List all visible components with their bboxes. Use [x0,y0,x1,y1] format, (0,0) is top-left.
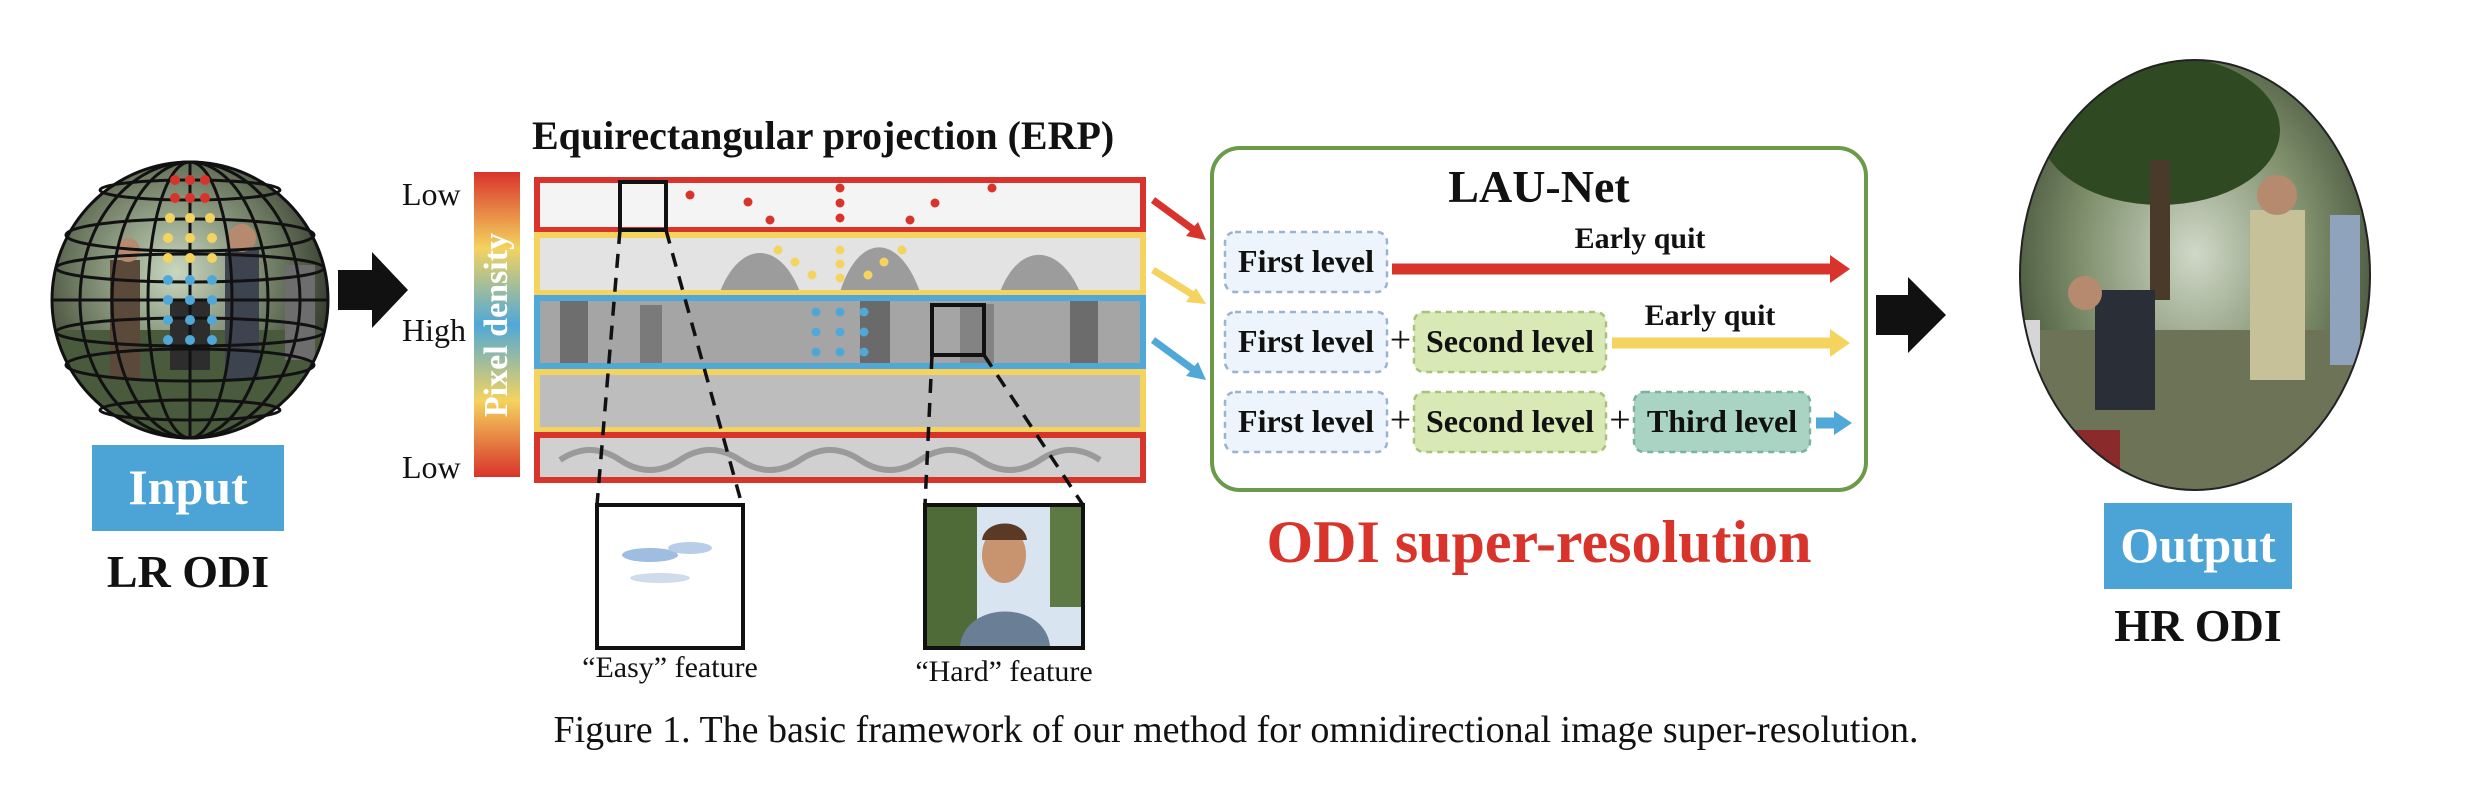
row3-first-level [1223,390,1389,454]
row3-second-level [1412,390,1608,454]
easy-feature-label: “Easy” feature [582,651,758,684]
row1-first-level-label: First level [1238,243,1374,279]
row2-first-level-label: First level [1238,323,1374,359]
pixel-density-bar [474,172,520,477]
row2-first-level [1223,310,1389,374]
density-low-top: Low [402,176,461,212]
row1-arrow-label: Early quit [1574,222,1706,255]
input-arrow [338,252,408,328]
row3-second-level-label: Second level [1426,403,1594,439]
lau-net-box [1210,146,1868,492]
erp-sample-dots [685,183,997,357]
hard-crop-box [930,303,986,357]
row2-second-level-label: Second level [1426,323,1594,359]
easy-feature-image [595,503,745,650]
row3-plus-2: + [1609,399,1631,441]
row3-plus-1: + [1389,399,1412,441]
input-sphere [50,160,330,440]
density-low-bottom: Low [402,449,461,485]
pixel-density-label: Pixel density [478,232,515,418]
output-arrow [1876,277,1946,353]
framework-diagram [50,59,2371,650]
output-caption: HR ODI [2114,600,2282,651]
hard-feature-image [923,503,1085,650]
zoom-lines [595,229,1085,506]
easy-crop-box [618,180,668,232]
output-image [2019,59,2371,491]
figure-caption: Figure 1. The basic framework of our met… [553,709,1919,751]
input-badge: Input [128,459,248,515]
erp-panel [534,177,1146,483]
row2-second-level [1412,310,1608,374]
row3-first-level-label: First level [1238,403,1374,439]
input-badge-bg [92,445,284,531]
output-badge: Output [2120,517,2276,573]
sample-dots [163,175,217,345]
output-badge-bg [2104,503,2292,589]
density-high: High [402,312,466,348]
row3-third-level-label: Third level [1646,403,1798,439]
hard-feature-label: “Hard” feature [915,655,1093,688]
row2-plus: + [1389,319,1412,361]
odi-sr-label: ODI super-resolution [1266,509,1812,575]
row1-first-level [1223,230,1389,294]
row3-third-level [1632,390,1812,454]
row2-arrow-label: Early quit [1644,299,1776,332]
erp-to-net-arrows [1150,197,1206,380]
erp-title: Equirectangular projection (ERP) [532,113,1115,158]
input-caption: LR ODI [106,546,270,597]
lau-net-title: LAU-Net [1448,161,1630,212]
